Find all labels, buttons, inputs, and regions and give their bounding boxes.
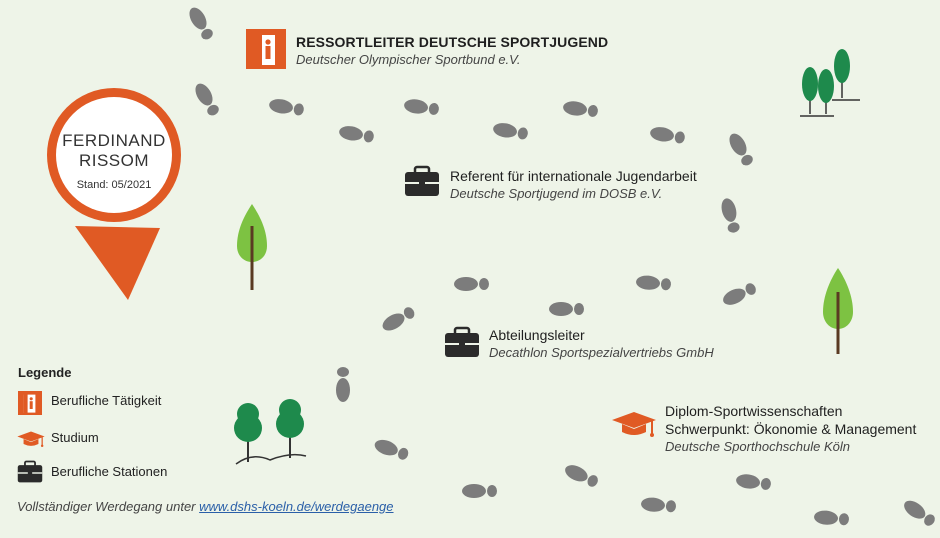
entry-title: RESSORTLEITER DEUTSCHE SPORTJUGEND [296,34,609,50]
footprint-icon [562,461,601,490]
person-first-name: FERDINAND [62,131,166,150]
tree-group-top-right [800,49,860,117]
footprint-icon [900,497,938,529]
entry-title-line2: Schwerpunkt: Ökonomie & Management [665,421,917,437]
footprint-icon [719,196,742,235]
footprint-icon [336,367,350,402]
footprint-icon [185,4,216,42]
legend-title: Legende [18,365,72,380]
footprint-icon [735,472,772,492]
door-person-icon [246,29,286,69]
footprint-icon [649,125,686,146]
footprint-icon [813,509,850,527]
tree-left-middle [237,204,267,290]
footprint-icon [191,80,222,118]
door-person-icon [18,391,42,415]
entry-abteilungsleiter: Abteilungsleiter Decathlon Sportspezialv… [489,326,714,361]
graduation-cap-icon [611,411,657,438]
footprint-icon [549,302,584,316]
entry-referent: Referent für internationale Jugendarbeit… [450,167,697,202]
entry-organization: Deutsche Sporthochschule Köln [665,439,851,454]
legend-item-studium: Studium [51,430,99,445]
legend-item-berufliche-taetigkeit: Berufliche Tätigkeit [51,393,162,408]
footer-note: Vollständiger Werdegang unter www.dshs-k… [17,499,394,514]
footprint-icon [720,280,759,309]
stand-date: Stand: 05/2021 [76,179,152,191]
footprint-icon [372,436,411,463]
tree-group-bottom-left [234,399,307,465]
entry-studium: Diplom-Sportwissenschaften Schwerpunkt: … [665,402,916,455]
entry-organization: Decathlon Sportspezialvertriebs GmbH [489,345,714,360]
entry-current-position: RESSORTLEITER DEUTSCHE SPORTJUGEND Deuts… [296,33,608,68]
legend-item-berufliche-stationen: Berufliche Stationen [51,464,168,479]
footprint-icon [338,124,375,145]
entry-organization: Deutscher Olympischer Sportbund e.V. [296,52,521,67]
entry-title: Abteilungsleiter [489,327,585,343]
briefcase-icon [16,460,44,484]
briefcase-icon [443,326,481,359]
footprint-icon [403,97,440,117]
footprint-icon [725,130,756,168]
graduation-cap-icon [16,430,46,448]
person-last-name: RISSOM [78,151,150,170]
footprint-icon [462,484,497,498]
name-pin [47,88,181,300]
entry-title: Diplom-Sportwissenschaften [665,403,843,419]
footer-text: Vollständiger Werdegang unter [17,499,200,514]
footprint-icon [268,97,305,118]
tree-right-middle [823,268,853,354]
footprint-icon [492,121,529,142]
werdegaenge-link[interactable]: www.dshs-koeln.de/werdegaenge [199,499,394,514]
pin-name-block: FERDINAND RISSOM Stand: 05/2021 [56,131,172,193]
footprint-icon [640,496,677,514]
footprint-icon [635,274,672,292]
entry-title: Referent für internationale Jugendarbeit [450,168,697,184]
briefcase-icon [403,165,441,198]
footprint-icon [562,99,599,119]
footprint-icon [454,277,489,291]
footprint-icon [379,304,417,335]
entry-organization: Deutsche Sportjugend im DOSB e.V. [450,186,663,201]
